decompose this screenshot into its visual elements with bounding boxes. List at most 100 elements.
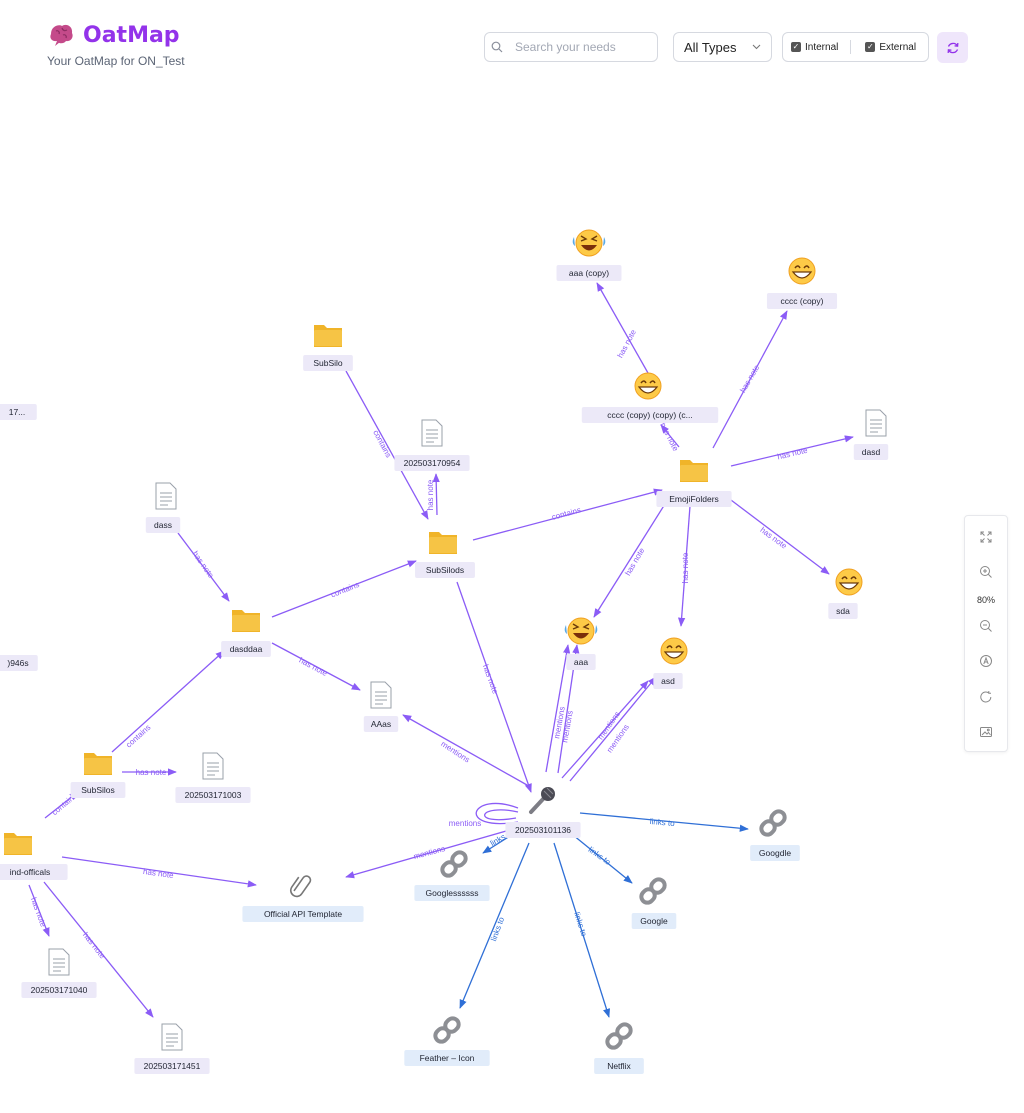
link-type-filter: ✓ Internal ✓ External xyxy=(782,32,929,62)
edge-line[interactable] xyxy=(569,676,657,782)
export-image-button[interactable] xyxy=(976,722,996,742)
node-n202503171040[interactable]: 202503171040 xyxy=(21,948,97,998)
node-googless[interactable]: Googlessssss xyxy=(414,850,490,901)
edge-line[interactable] xyxy=(561,680,649,779)
node-label: Googdle xyxy=(759,848,791,858)
node-aaa[interactable]: aaa xyxy=(564,617,598,670)
edge-dass-to-dasddaa: has note xyxy=(177,532,230,602)
edge-line[interactable] xyxy=(43,881,154,1018)
edge-line[interactable] xyxy=(271,642,361,691)
node-n202503171003[interactable]: 202503171003 xyxy=(175,752,251,803)
document-icon xyxy=(161,1023,183,1051)
search-icon xyxy=(491,41,503,53)
microphone-icon xyxy=(529,787,555,814)
edge-line[interactable] xyxy=(345,370,429,520)
edge-line[interactable] xyxy=(459,842,530,1009)
edge-line[interactable] xyxy=(572,834,633,884)
edge-dasddaa-to-aaas: has note xyxy=(271,642,361,691)
edge-line[interactable] xyxy=(593,495,671,618)
node-aaas[interactable]: AAas xyxy=(363,681,399,732)
edge-line[interactable] xyxy=(402,714,528,786)
edge-line[interactable] xyxy=(730,435,854,467)
edge-subsilos-to-n202503171003: has note xyxy=(122,768,177,777)
node-emojifolders[interactable]: EmojiFolders xyxy=(656,460,732,507)
node-n202503170954[interactable]: 202503170954 xyxy=(394,419,470,471)
edge-line[interactable] xyxy=(345,828,514,879)
edge-label: has note xyxy=(136,768,167,777)
edge-line[interactable] xyxy=(61,856,257,888)
reset-view-button[interactable] xyxy=(976,687,996,707)
node-dasddaa[interactable]: dasddaa xyxy=(221,610,271,657)
edge-line[interactable] xyxy=(677,505,691,627)
edge-dasddaa-to-subsilods: contains xyxy=(271,560,417,618)
node-label: Feather – Icon xyxy=(420,1053,475,1063)
edge-line[interactable] xyxy=(726,496,830,575)
search-input[interactable] xyxy=(513,39,647,55)
node-offapi[interactable]: Official API Template xyxy=(242,872,364,922)
edge-label: has note xyxy=(29,896,48,928)
edge-line[interactable] xyxy=(432,473,440,516)
link-icon xyxy=(759,809,787,837)
node-label-bg xyxy=(750,845,800,861)
node-left17[interactable]: 17... xyxy=(0,404,37,420)
edge-subsilos-to-dasddaa: contains xyxy=(111,650,225,753)
filter-divider xyxy=(850,40,852,54)
refresh-button[interactable] xyxy=(937,32,968,63)
edge-line[interactable] xyxy=(472,488,663,541)
edge-line[interactable] xyxy=(545,644,571,773)
node-officals[interactable]: ind-officals xyxy=(0,833,68,880)
edge-line[interactable] xyxy=(475,802,519,825)
external-checkbox[interactable]: ✓ External xyxy=(865,42,916,53)
type-filter-select[interactable]: All Types xyxy=(673,32,772,62)
rotate-icon xyxy=(980,691,992,703)
fit-view-button[interactable] xyxy=(976,527,996,547)
node-subsilos[interactable]: SubSilos xyxy=(70,753,126,798)
node-cccc_copy[interactable]: cccc (copy) xyxy=(766,257,838,309)
node-center[interactable]: 202503101136 xyxy=(505,787,581,838)
node-sda[interactable]: sda xyxy=(828,568,863,619)
edge-line[interactable] xyxy=(271,560,417,618)
node-dass[interactable]: dass xyxy=(145,482,181,533)
edge-center-to-asd: mentions xyxy=(561,680,649,779)
node-google[interactable]: Google xyxy=(631,877,677,929)
edge-line[interactable] xyxy=(596,282,649,374)
zoom-level-text: 80% xyxy=(976,595,995,605)
node-label: 202503171451 xyxy=(144,1061,201,1071)
node-netflix[interactable]: Netflix xyxy=(594,1022,644,1074)
edge-line[interactable] xyxy=(660,424,680,448)
edge-line[interactable] xyxy=(456,581,532,793)
edge-line[interactable] xyxy=(111,650,225,753)
edge-cccc3-to-aaa_copy: has note xyxy=(596,282,649,374)
edge-subsilods-to-emojifolders: contains xyxy=(472,488,663,541)
document-icon xyxy=(155,482,177,510)
layout-button[interactable] xyxy=(976,651,996,671)
zoom-in-button[interactable] xyxy=(976,562,996,582)
edge-line[interactable] xyxy=(28,884,50,937)
node-label-bg xyxy=(556,265,622,281)
zoom-in-icon xyxy=(980,566,992,578)
internal-checkbox[interactable]: ✓ Internal xyxy=(791,42,838,53)
node-left946[interactable]: )946s xyxy=(0,655,38,671)
zoom-out-button[interactable] xyxy=(976,616,996,636)
edge-label: mentions xyxy=(449,819,481,828)
node-dasd[interactable]: dasd xyxy=(853,409,889,460)
node-aaa_copy[interactable]: aaa (copy) xyxy=(556,229,622,281)
paperclip-icon xyxy=(289,875,312,898)
edge-line[interactable] xyxy=(177,532,230,602)
node-label: 202503170954 xyxy=(404,458,461,468)
node-n202503171451[interactable]: 202503171451 xyxy=(134,1023,210,1074)
folder-icon xyxy=(680,460,708,482)
edge-line[interactable] xyxy=(712,310,788,449)
node-feather[interactable]: Feather – Icon xyxy=(404,1016,490,1066)
node-subsilods[interactable]: SubSilods xyxy=(415,532,475,578)
node-subsilo[interactable]: SubSilo xyxy=(303,325,353,371)
node-label-bg xyxy=(415,562,475,578)
expand-icon xyxy=(980,531,992,543)
edge-line[interactable] xyxy=(579,812,749,832)
node-asd[interactable]: asd xyxy=(653,637,688,689)
folder-icon xyxy=(232,610,260,632)
node-googdle[interactable]: Googdle xyxy=(750,809,800,861)
edge-line[interactable] xyxy=(553,842,611,1018)
node-cccc3[interactable]: cccc (copy) (copy) (c... xyxy=(581,372,719,423)
